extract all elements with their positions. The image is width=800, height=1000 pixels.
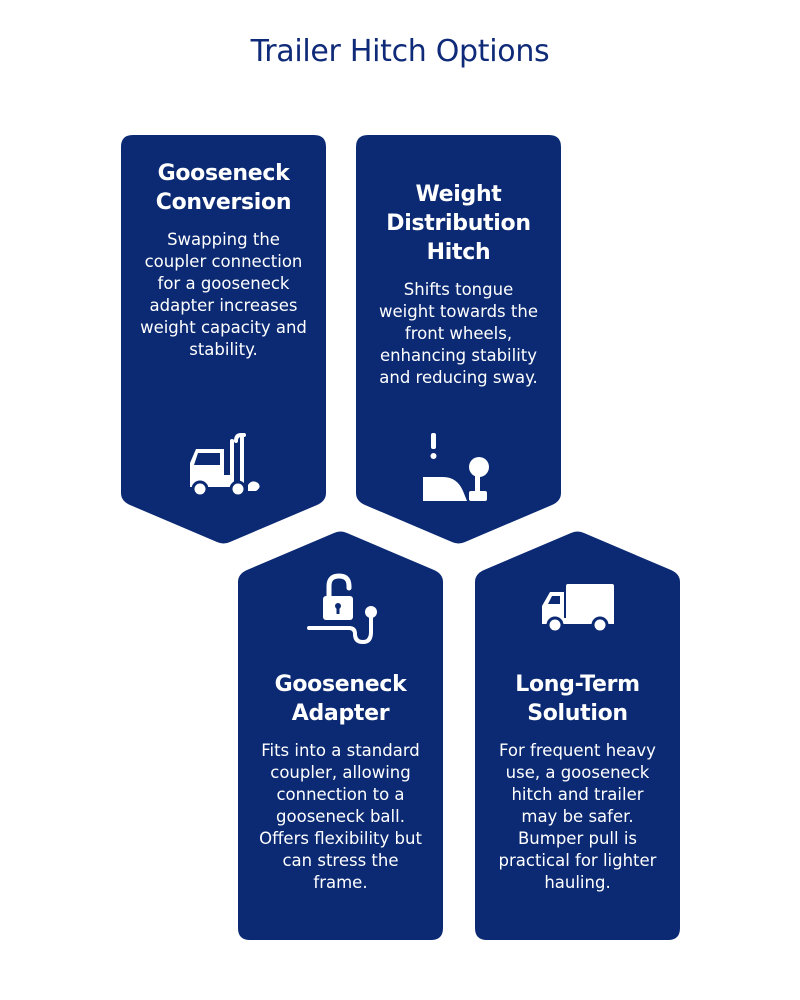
- card-title: Gooseneck Conversion: [155, 161, 292, 215]
- card-title: Long-Term Solution: [515, 672, 640, 726]
- card-background: [121, 135, 326, 544]
- page-title: Trailer Hitch Options: [250, 34, 550, 69]
- warning-balance-icon: [356, 431, 561, 503]
- card-background: [238, 531, 443, 940]
- truck-dolly-icon: [121, 433, 326, 499]
- card-long-term-solution: Long-Term Solution For frequent heavy us…: [475, 530, 680, 940]
- box-truck-icon: [475, 580, 680, 636]
- card-title: Weight Distribution Hitch: [386, 182, 531, 265]
- card-description: Fits into a standard coupler, allowing c…: [259, 741, 422, 892]
- card-description: For frequent heavy use, a gooseneck hitc…: [498, 741, 657, 892]
- card-gooseneck-adapter: Gooseneck Adapter Fits into a standard c…: [238, 530, 443, 940]
- card-description: Shifts tongue weight towards the front w…: [379, 280, 538, 387]
- card-background: [475, 531, 680, 940]
- card-gooseneck-conversion: Gooseneck Conversion Swapping the couple…: [121, 135, 326, 545]
- card-background: [356, 135, 561, 544]
- card-title: Gooseneck Adapter: [274, 672, 407, 726]
- unlocked-cable-icon: [238, 570, 443, 646]
- card-description: Swapping the coupler connection for a go…: [140, 230, 307, 359]
- card-weight-distribution-hitch: Weight Distribution Hitch Shifts tongue …: [356, 135, 561, 545]
